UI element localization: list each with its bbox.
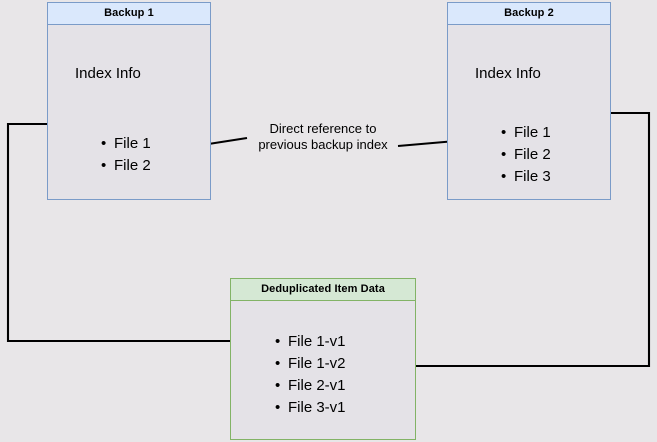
list-item[interactable]: File 1 (101, 133, 151, 155)
deduplicated-item-data-title: Deduplicated Item Data (231, 279, 415, 301)
direct-reference-annotation: Direct reference to previous backup inde… (258, 121, 388, 152)
list-item[interactable]: File 1 (501, 122, 551, 144)
list-item[interactable]: File 1-v1 (275, 331, 345, 353)
list-item[interactable]: File 2 (501, 144, 551, 166)
backup2-index-info-label: Index Info (475, 65, 541, 82)
backup2-file-list: File 1 File 2 File 3 (500, 122, 551, 188)
backup2-body: Index Info File 1 File 2 File 3 (448, 25, 610, 199)
list-item[interactable]: File 3-v1 (275, 397, 345, 419)
deduplicated-item-data-box[interactable]: Deduplicated Item Data File 1-v1 File 1-… (230, 278, 416, 440)
dedup-file-list: File 1-v1 File 1-v2 File 2-v1 File 3-v1 (274, 331, 345, 419)
list-item[interactable]: File 1-v2 (275, 353, 345, 375)
backup1-title: Backup 1 (48, 3, 210, 25)
deduplicated-item-data-body: File 1-v1 File 1-v2 File 2-v1 File 3-v1 (231, 301, 415, 439)
backup1-index-info-label: Index Info (75, 65, 141, 82)
backup1-body: Index Info File 1 File 2 (48, 25, 210, 199)
list-item[interactable]: File 2-v1 (275, 375, 345, 397)
backup2-box[interactable]: Backup 2 Index Info File 1 File 2 File 3 (447, 2, 611, 200)
list-item[interactable]: File 3 (501, 166, 551, 188)
backup1-box[interactable]: Backup 1 Index Info File 1 File 2 (47, 2, 211, 200)
backup1-file-list: File 1 File 2 (100, 133, 151, 177)
list-item[interactable]: File 2 (101, 155, 151, 177)
backup2-title: Backup 2 (448, 3, 610, 25)
